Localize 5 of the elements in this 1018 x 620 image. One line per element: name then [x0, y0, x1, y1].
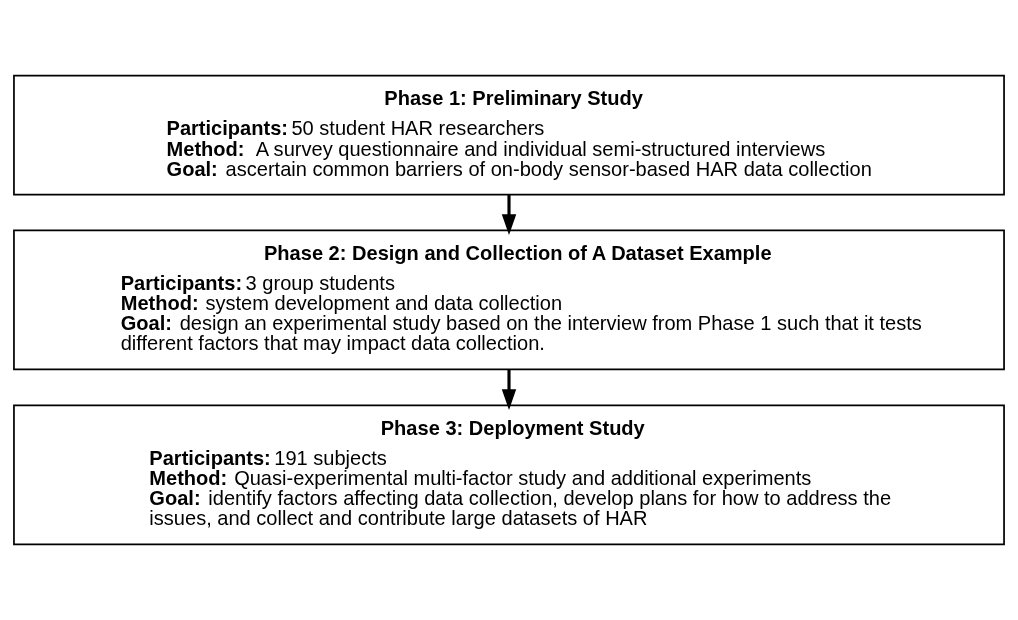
node-box: Phase 1: Preliminary Study Participants: 50 student HAR researchers Method: A survey questionnaire and individual semi-structured interviews Goal: ascertain common barriers of on-body sensor-based HAR data collection — [13, 74, 1005, 196]
node-box: Phase 2: Design and Collection of A Dataset Example Participants: 3 group students Method: system development and data collection Goal: design an experimental study based on the interview from Phase 1 such that it tests different factors that may impact data collection. — [13, 229, 1005, 371]
arrow — [501, 369, 517, 410]
arrow — [501, 195, 517, 236]
node-box: Phase 3: Deployment Study Participants: 191 subjects Method: Quasi-experimental multi-factor study and additional experiments Goal: identify factors affecting data collection, develop plans for how to address the issues, and collect and contribute large datasets of HAR — [13, 404, 1005, 546]
